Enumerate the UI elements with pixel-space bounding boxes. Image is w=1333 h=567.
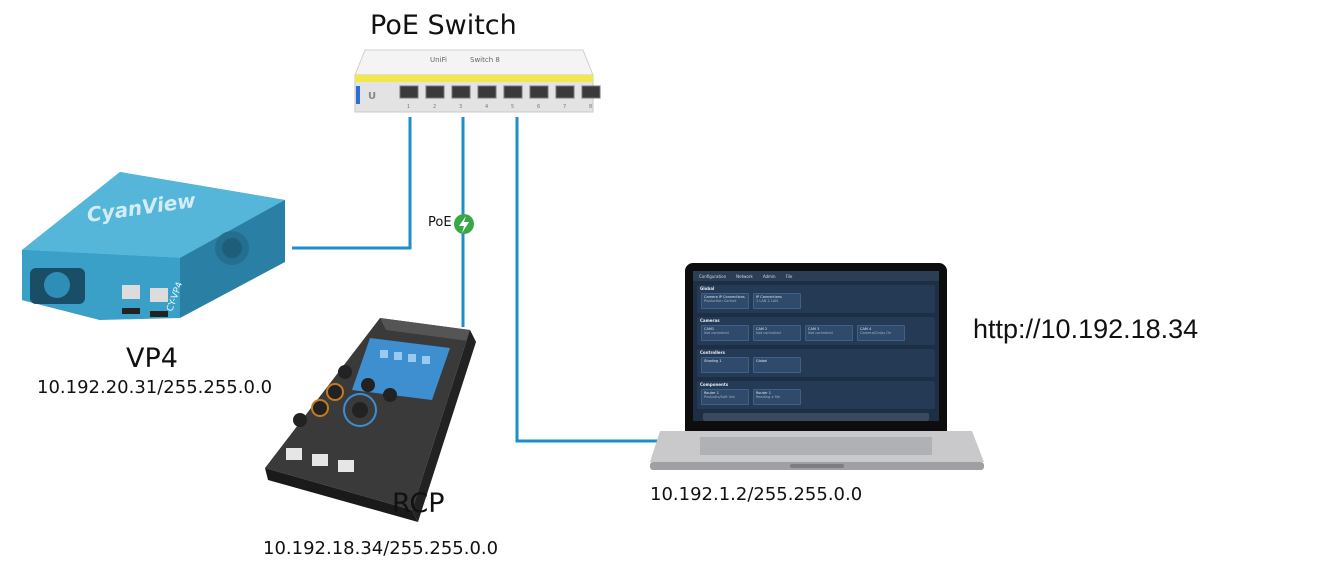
menu-item-admin[interactable]: Admin — [762, 273, 776, 279]
switch-port-label: 5 — [511, 104, 514, 110]
screen-card-title: Shading 1 — [704, 359, 722, 363]
switch-port-4 — [477, 85, 497, 99]
screen-section-title: Cameras — [700, 318, 720, 323]
vp4-title: VP4 — [126, 343, 178, 374]
switch-port-label: 7 — [563, 104, 566, 110]
screen-card-sub: Not controlled — [808, 331, 833, 335]
screen-card-title: CAM1 — [704, 327, 715, 331]
switch-port-label: 2 — [433, 104, 436, 110]
screen-card-title: CAM 2 — [756, 327, 768, 331]
screen-card[interactable]: Global — [753, 357, 801, 373]
menu-item-file[interactable]: File — [785, 273, 793, 279]
rcp-title: RCP — [392, 488, 445, 519]
screen-card-title: IP Connections — [756, 295, 782, 299]
svg-text:U: U — [368, 91, 376, 102]
poe-label: PoE — [428, 215, 452, 230]
screen-card-sub: Production Control — [704, 299, 737, 303]
switch-title: PoE Switch — [370, 10, 517, 41]
switch-port-8 — [581, 85, 601, 99]
switch-model: Switch 8 — [470, 56, 500, 64]
screen-card-sub: ProAudio/Soft link — [704, 395, 735, 399]
switch-port-label: 8 — [589, 104, 592, 110]
switch-port-label: 6 — [537, 104, 540, 110]
screen-card-sub: Not controlled — [756, 331, 781, 335]
screen-card-title: Global — [756, 359, 768, 363]
screen-card[interactable]: Shading 1 — [701, 357, 749, 373]
screen-card-title: Router 1 — [704, 391, 719, 395]
switch-port-label: 1 — [407, 104, 410, 110]
switch-port-1 — [399, 85, 419, 99]
screen-card-sub: 1 LAN 2 LAN — [756, 299, 778, 303]
screen-section-title: Components — [700, 382, 729, 387]
screen-card-title: Router 1 — [756, 391, 771, 395]
menu-item-configuration[interactable]: Configuration — [699, 273, 727, 279]
screen-card-title: CAM 4 — [860, 327, 872, 331]
switch-brand: UniFi — [430, 56, 447, 64]
screen-menubar: Configuration Network Admin File — [693, 271, 939, 281]
switch-port-3 — [451, 85, 471, 99]
switch-port-label: 4 — [485, 104, 488, 110]
screen-card-sub: Reading a file — [756, 395, 780, 399]
laptop-url: http://10.192.18.34 — [973, 314, 1199, 344]
menu-item-network[interactable]: Network — [736, 273, 753, 279]
vp4-switch-link — [292, 117, 412, 250]
rcp-ip: 10.192.18.34/255.255.0.0 — [263, 538, 499, 559]
screen-card-title: Camera IP Connections — [704, 295, 745, 299]
screen-section-title: Global — [700, 286, 715, 291]
screen-dock — [703, 413, 929, 421]
switch-port-7 — [555, 85, 575, 99]
switch-port-6 — [529, 85, 549, 99]
switch-port-label: 3 — [459, 104, 462, 110]
switch-port-5 — [503, 85, 523, 99]
switch-port-2 — [425, 85, 445, 99]
vp4-ip: 10.192.20.31/255.255.0.0 — [37, 377, 273, 398]
laptop-ip: 10.192.1.2/255.255.0.0 — [650, 484, 863, 505]
screen-card-sub: Not controlled — [704, 331, 729, 335]
screen-section-title: Controllers — [700, 350, 725, 355]
laptop-switch-link — [515, 117, 662, 443]
screen-card-title: CAM 3 — [808, 327, 820, 331]
screen-card-sub: Camera/Ctrlps On — [860, 331, 892, 335]
